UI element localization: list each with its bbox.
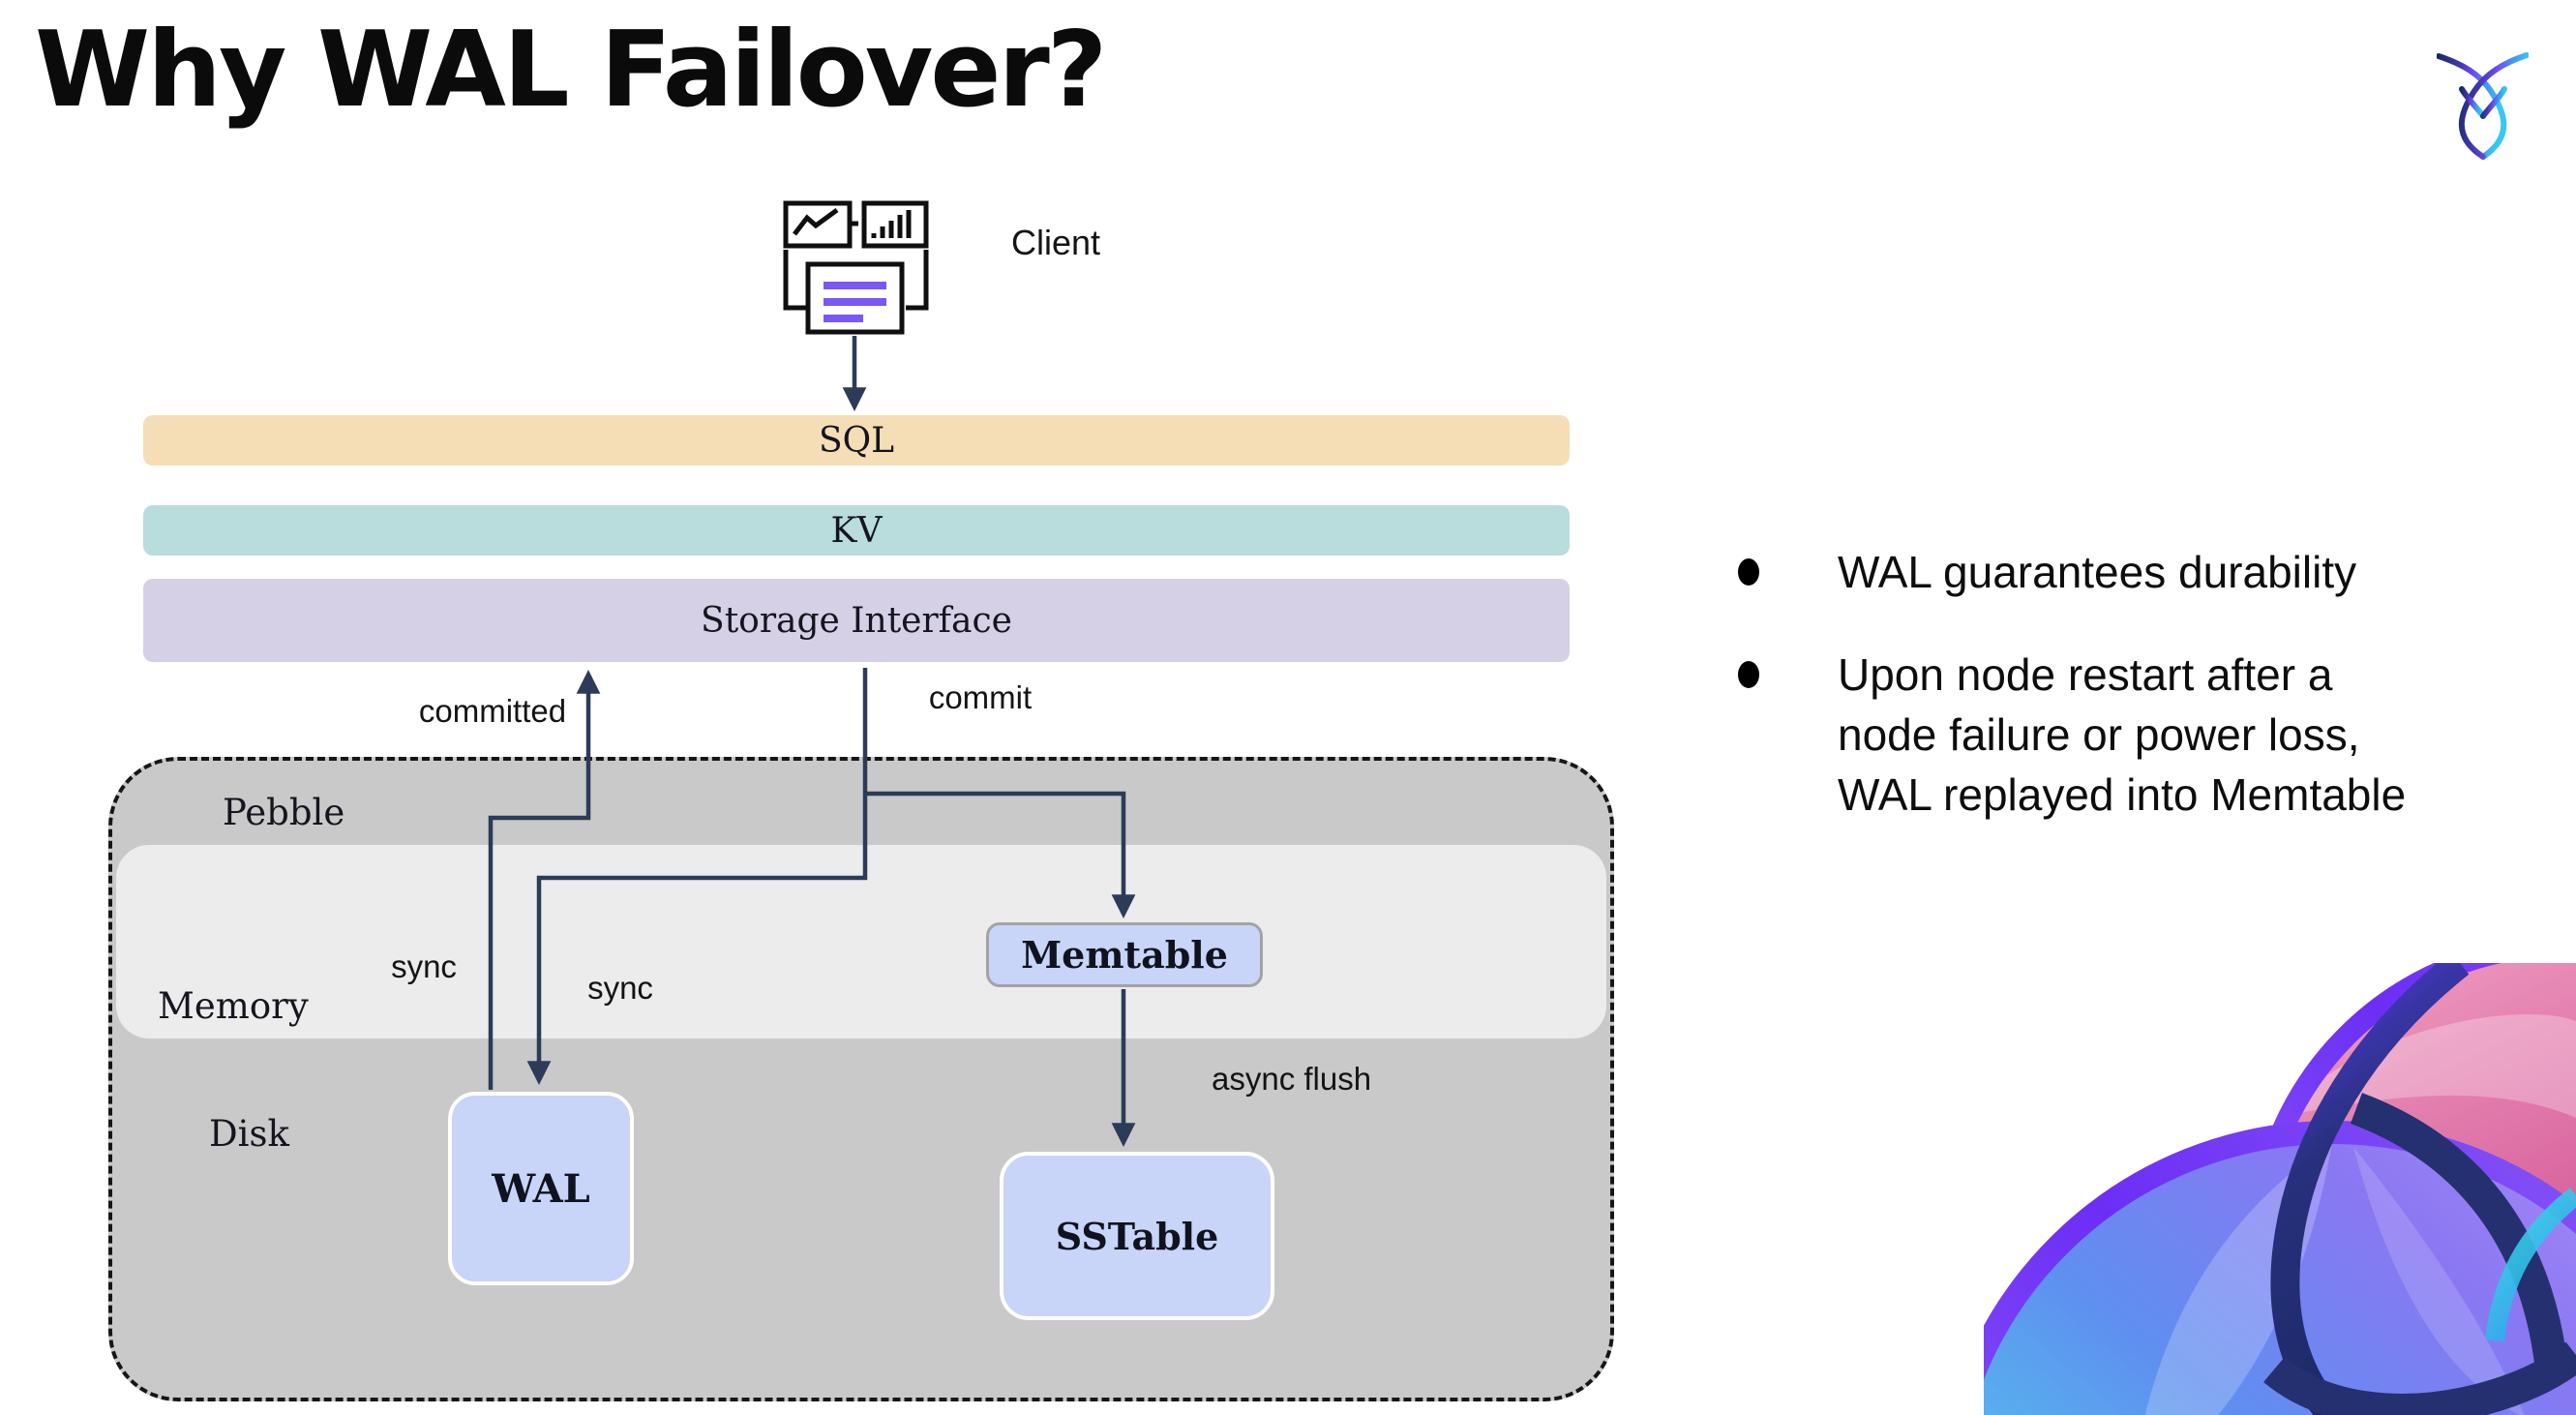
memory-label: Memory: [158, 985, 309, 1027]
deco-roach-bowl: [2263, 1341, 2576, 1415]
bullet-dot-icon: [1738, 661, 1759, 688]
edge-label-sync-left: sync: [391, 948, 457, 984]
edge-label-committed: committed: [418, 693, 567, 729]
cockroachdb-logo-icon: [2437, 52, 2529, 160]
deco-roach-side: [2350, 1093, 2569, 1381]
client-label: Client: [1011, 223, 1101, 262]
client-terminal-icon: [783, 200, 929, 335]
node-memtable: Memtable: [986, 922, 1263, 987]
layer-bar-sql: SQL: [143, 415, 1570, 466]
bullet-dot-icon: [1738, 558, 1759, 586]
deco-teal-arc: [2485, 1188, 2576, 1342]
node-wal-label: WAL: [492, 1165, 590, 1212]
edge-label-async-flush: async flush: [1212, 1061, 1372, 1097]
pebble-label: Pebble: [223, 792, 345, 833]
page-title: Why WAL Failover?: [35, 10, 1107, 131]
bullet-text: Upon node restart after a node failure o…: [1838, 649, 2407, 820]
layer-bar-kv: KV: [143, 505, 1570, 556]
node-memtable-label: Memtable: [1021, 933, 1228, 977]
layer-bar-storage-interface: Storage Interface: [143, 579, 1570, 662]
brand-decoration: [1984, 963, 2576, 1415]
node-wal: WAL: [448, 1092, 634, 1285]
layer-bar-sql-label: SQL: [818, 420, 895, 461]
deco-roach-stem: [2270, 963, 2470, 1415]
edge-label-commit: commit: [928, 679, 1033, 715]
memory-band: [116, 845, 1606, 1039]
disk-label: Disk: [209, 1113, 289, 1155]
layer-bar-storage-label: Storage Interface: [701, 600, 1012, 641]
list-item: WAL guarantees durability: [1738, 542, 2493, 602]
bullet-text: WAL guarantees durability: [1838, 547, 2357, 597]
node-sstable-label: SSTable: [1055, 1214, 1219, 1258]
node-sstable: SSTable: [1000, 1152, 1274, 1320]
layer-bar-kv-label: KV: [830, 510, 883, 551]
edge-label-sync-right: sync: [587, 970, 653, 1006]
bullet-list: WAL guarantees durability Upon node rest…: [1738, 542, 2493, 867]
list-item: Upon node restart after a node failure o…: [1738, 645, 2493, 825]
